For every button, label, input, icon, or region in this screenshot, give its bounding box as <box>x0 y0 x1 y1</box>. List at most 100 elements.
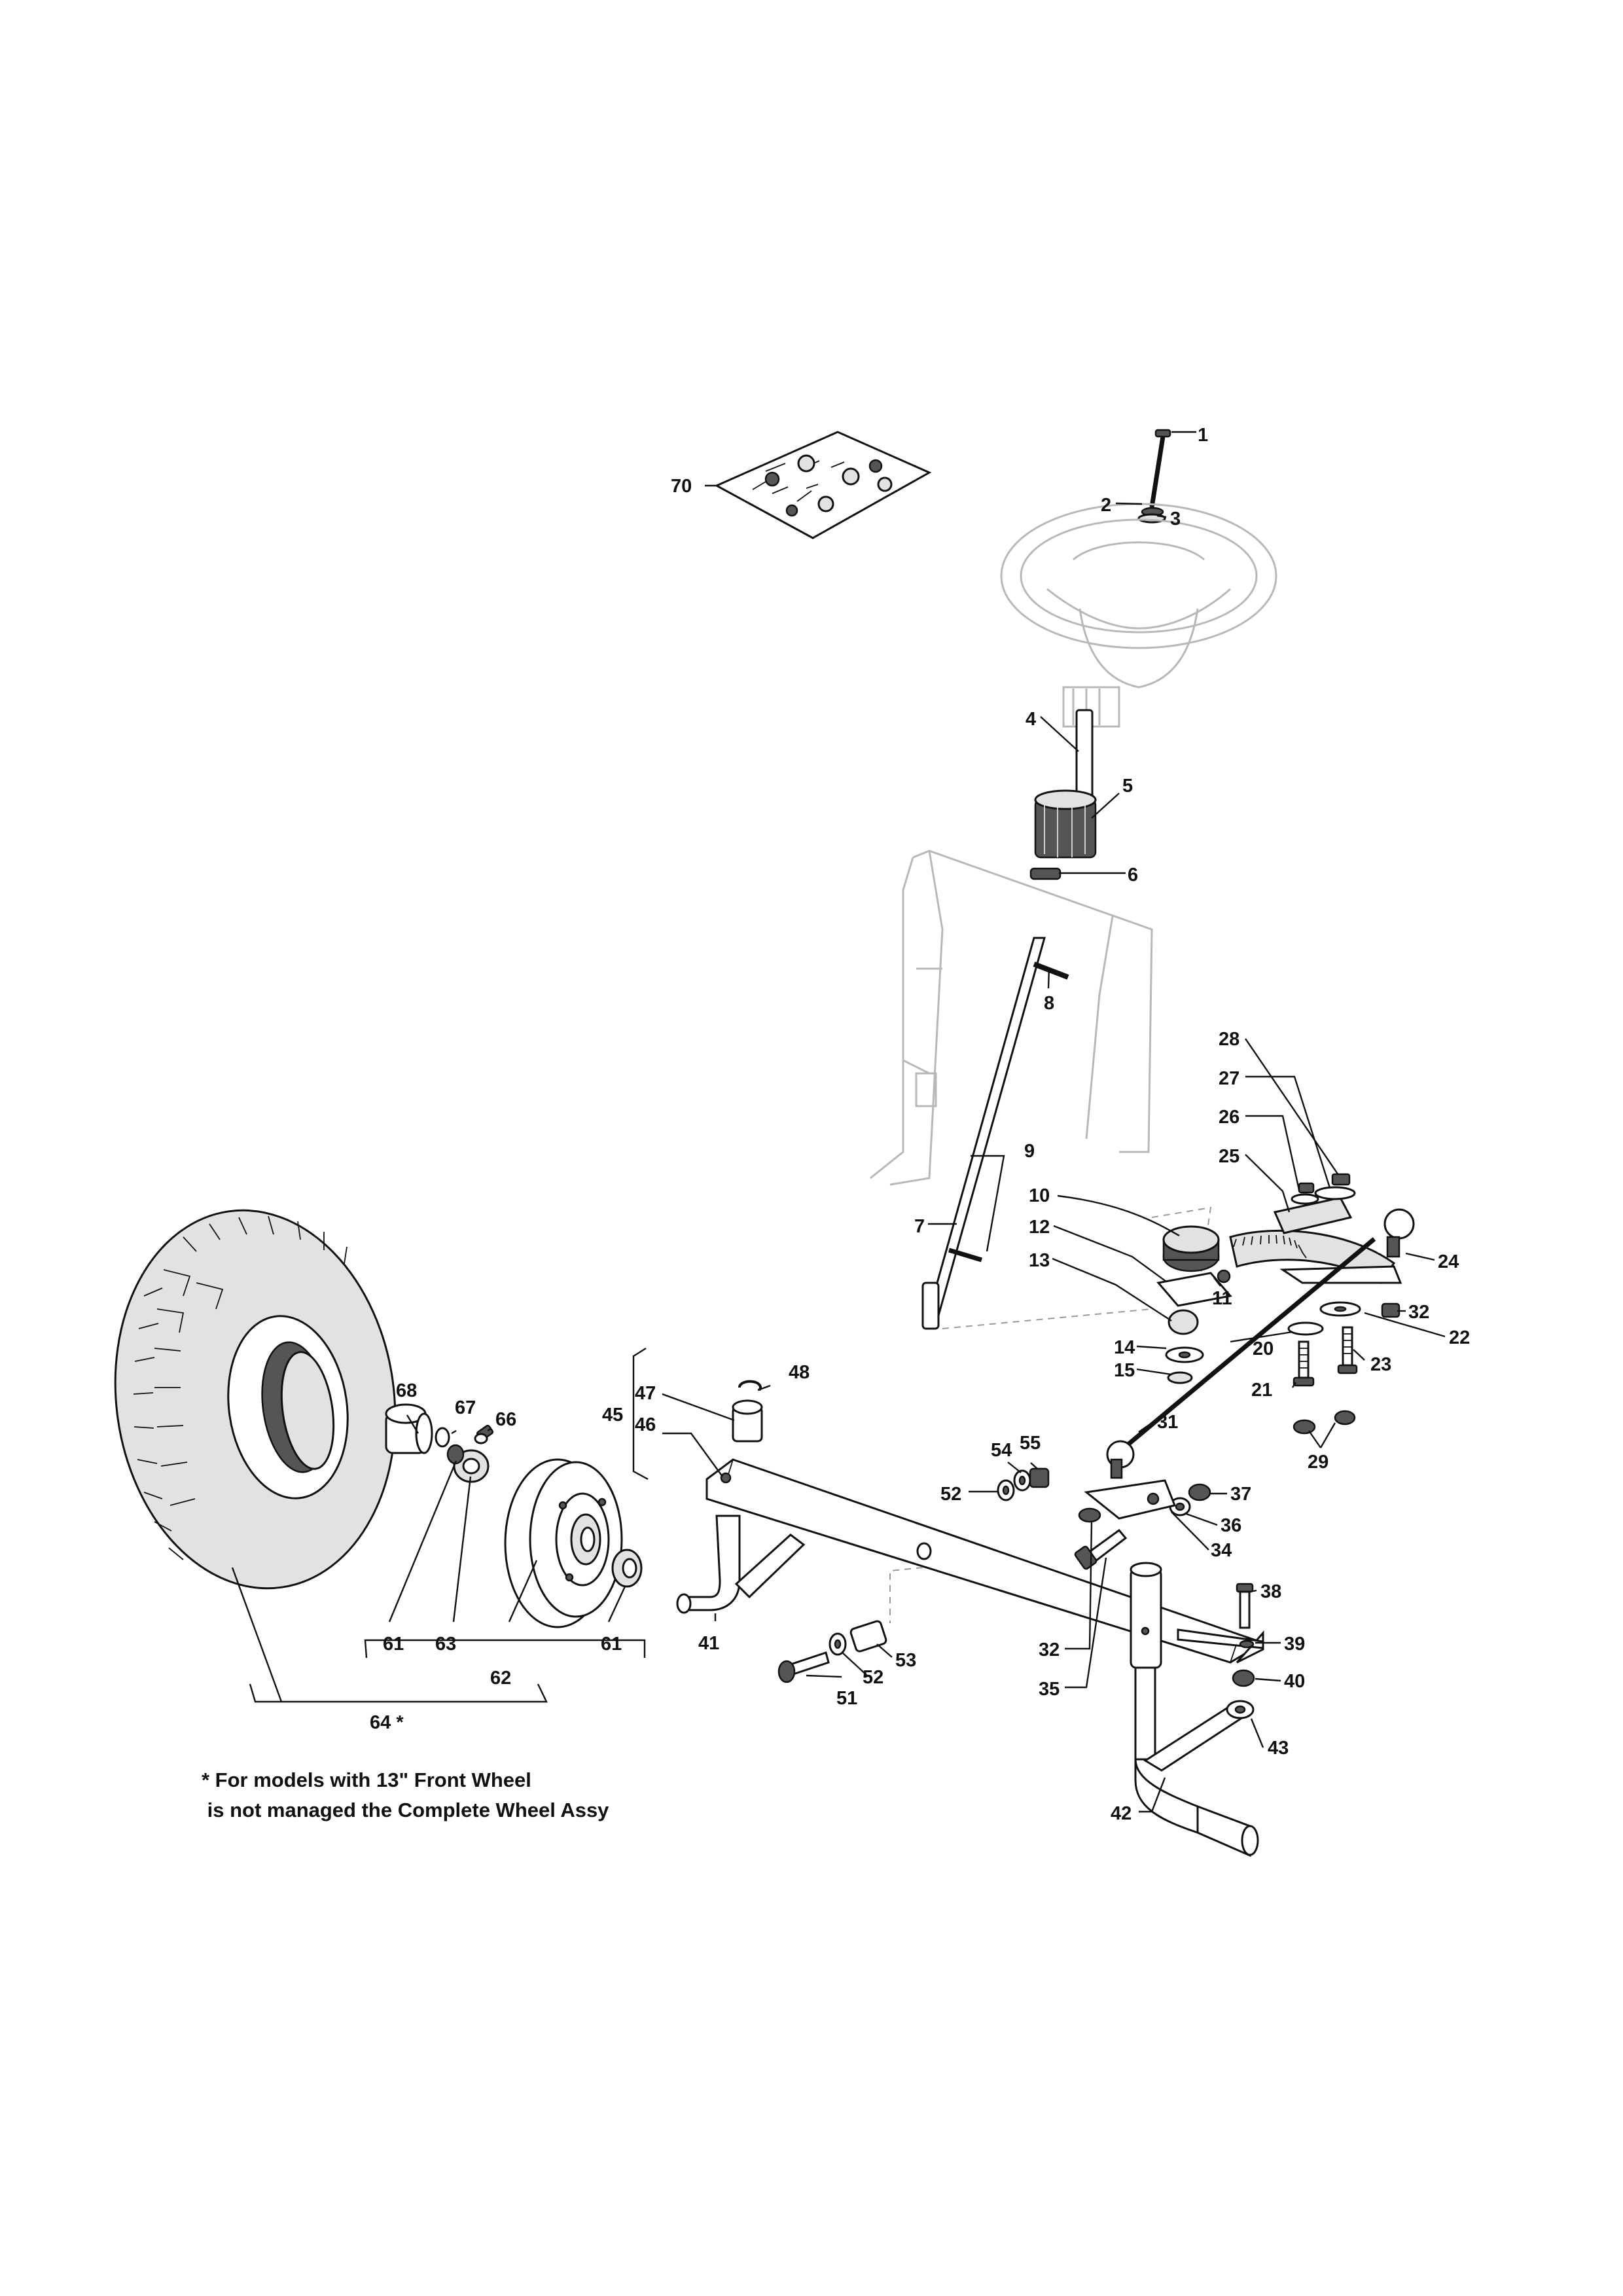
callout-12: 12 <box>1029 1217 1050 1238</box>
retaining-clip <box>738 1380 762 1391</box>
hardware-kit-bag <box>714 431 932 539</box>
callout-5: 5 <box>1122 776 1133 797</box>
callout-7-pin: 8 <box>1044 993 1054 1014</box>
axle-bushing <box>732 1399 763 1443</box>
stud-bolt-21 <box>1293 1340 1315 1387</box>
footnote: * For models with 13" Front Wheel is not… <box>202 1768 609 1821</box>
callout-62: 62 <box>490 1668 511 1689</box>
nut-28 <box>1331 1173 1351 1186</box>
callout-13: 13 <box>1029 1250 1050 1271</box>
nut-40 <box>1232 1669 1255 1687</box>
callout-32-lower: 32 <box>1039 1640 1060 1660</box>
callout-1: 1 <box>1198 425 1208 446</box>
grease-nipple <box>474 1424 494 1444</box>
callout-4: 4 <box>1026 709 1036 730</box>
callout-39: 39 <box>1284 1634 1305 1655</box>
callout-48: 48 <box>789 1362 810 1383</box>
callout-10: 10 <box>1029 1185 1050 1206</box>
washer-52-upper <box>997 1479 1015 1501</box>
bolt-35 <box>1074 1528 1128 1570</box>
callout-37: 37 <box>1230 1484 1251 1505</box>
bolt-51 <box>777 1651 830 1683</box>
left-spindle <box>676 1515 806 1614</box>
callout-35: 35 <box>1039 1679 1060 1700</box>
washer-54 <box>1013 1469 1031 1492</box>
callout-26: 26 <box>1219 1107 1240 1128</box>
washer-67 <box>435 1427 450 1448</box>
steering-clip <box>1029 867 1061 880</box>
sector-gear <box>1229 1229 1402 1285</box>
sector-plate <box>1273 1196 1353 1234</box>
washer-20 <box>1287 1321 1324 1336</box>
callout-23: 23 <box>1370 1354 1391 1375</box>
drag-link <box>1106 1237 1376 1479</box>
stud-bolt-23 <box>1337 1326 1358 1374</box>
callout-66: 66 <box>495 1409 516 1430</box>
nut-32-upper <box>1381 1302 1400 1318</box>
front-tire <box>114 1209 397 1590</box>
callout-22: 22 <box>1449 1327 1470 1348</box>
column-pin <box>948 1247 983 1263</box>
callout-43: 43 <box>1268 1738 1289 1759</box>
callout-34: 34 <box>1211 1540 1232 1561</box>
spacer-bearing <box>1168 1309 1199 1335</box>
nut-32-lower <box>1078 1507 1101 1523</box>
ball-joint-upper <box>1383 1208 1415 1258</box>
callout-52-upper: 52 <box>940 1484 961 1505</box>
steering-bushing <box>1034 789 1097 859</box>
callout-31: 31 <box>1157 1412 1178 1433</box>
steering-arm-39 <box>1177 1628 1264 1649</box>
steering-column <box>921 937 1046 1330</box>
wheel-bearing-right <box>611 1549 643 1588</box>
callout-28: 28 <box>1219 1029 1240 1050</box>
washer-36 <box>1169 1497 1191 1516</box>
pivot-hole <box>720 1472 732 1484</box>
callout-3: 3 <box>1170 509 1181 529</box>
callout-67: 67 <box>455 1397 476 1418</box>
footnote-line-2: is not managed the Complete Wheel Assy <box>202 1799 609 1821</box>
callout-41: 41 <box>698 1633 719 1654</box>
callout-55: 55 <box>1020 1433 1041 1454</box>
footnote-line-1: * For models with 13" Front Wheel <box>202 1768 531 1791</box>
callout-14: 14 <box>1114 1337 1135 1358</box>
callout-11: 11 <box>1212 1288 1232 1309</box>
callout-7: 7 <box>914 1216 925 1237</box>
callout-70: 70 <box>671 476 692 497</box>
callout-51: 51 <box>836 1688 857 1709</box>
callout-21: 21 <box>1251 1380 1272 1401</box>
callout-45: 45 <box>602 1405 623 1426</box>
bolt-38 <box>1236 1583 1254 1629</box>
steering-pin <box>1033 961 1069 980</box>
callout-38: 38 <box>1260 1581 1281 1602</box>
nuts-29 <box>1293 1410 1356 1435</box>
hub-cap <box>385 1403 433 1454</box>
callout-63: 63 <box>435 1634 456 1655</box>
callout-54: 54 <box>991 1440 1012 1461</box>
callout-2: 2 <box>1101 495 1111 516</box>
callout-6: 6 <box>1128 865 1138 886</box>
callout-64: 64 * <box>370 1712 404 1733</box>
steering-arm-plate <box>1084 1479 1177 1520</box>
steering-wheel-bolt <box>1137 429 1171 524</box>
nut-26 <box>1291 1182 1319 1205</box>
callout-32-upper: 32 <box>1408 1302 1429 1323</box>
callout-42: 42 <box>1111 1803 1132 1824</box>
callout-52-lower: 52 <box>863 1667 883 1688</box>
callout-15: 15 <box>1114 1360 1135 1381</box>
callout-53: 53 <box>895 1650 916 1671</box>
nut-55 <box>1029 1467 1050 1488</box>
callout-61-right: 61 <box>601 1634 622 1655</box>
washer-22 <box>1319 1301 1361 1317</box>
nut-37 <box>1188 1483 1211 1501</box>
gear-bracket <box>1156 1269 1232 1307</box>
callout-20: 20 <box>1253 1338 1274 1359</box>
callout-68: 68 <box>396 1380 417 1401</box>
pinion-gear <box>1162 1225 1220 1272</box>
wheel-bearing-left <box>446 1444 490 1483</box>
callout-36: 36 <box>1221 1515 1241 1536</box>
washer-27 <box>1314 1186 1356 1200</box>
washer-15 <box>1167 1371 1193 1384</box>
steering-wheel <box>1000 503 1277 728</box>
callout-46: 46 <box>635 1414 656 1435</box>
